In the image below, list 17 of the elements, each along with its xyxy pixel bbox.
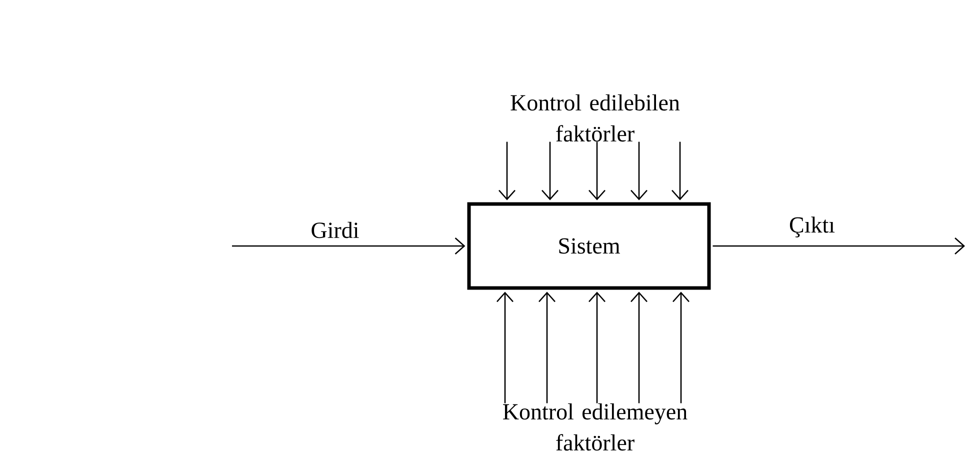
factor-arrow [630, 142, 648, 200]
factor-arrow [588, 292, 606, 404]
factor-arrow [538, 292, 556, 404]
edge-label: Girdi [312, 222, 359, 238]
factor-arrow [672, 142, 688, 200]
edge-label: Çıktı [790, 216, 835, 238]
factor-arrow [630, 292, 648, 404]
factor-label: Kontrol edilebilen faktörler [510, 94, 680, 142]
factor-arrow [672, 292, 690, 404]
factor-arrow [588, 142, 606, 200]
factor-label: Kontrol edilemeyen faktörler [503, 403, 688, 451]
factor-arrow [496, 292, 514, 404]
output-arrow [712, 238, 965, 254]
system-box: Sistem [467, 202, 711, 290]
factor-arrow [542, 142, 558, 200]
input-arrow [232, 238, 466, 254]
factor-arrow [498, 142, 516, 200]
